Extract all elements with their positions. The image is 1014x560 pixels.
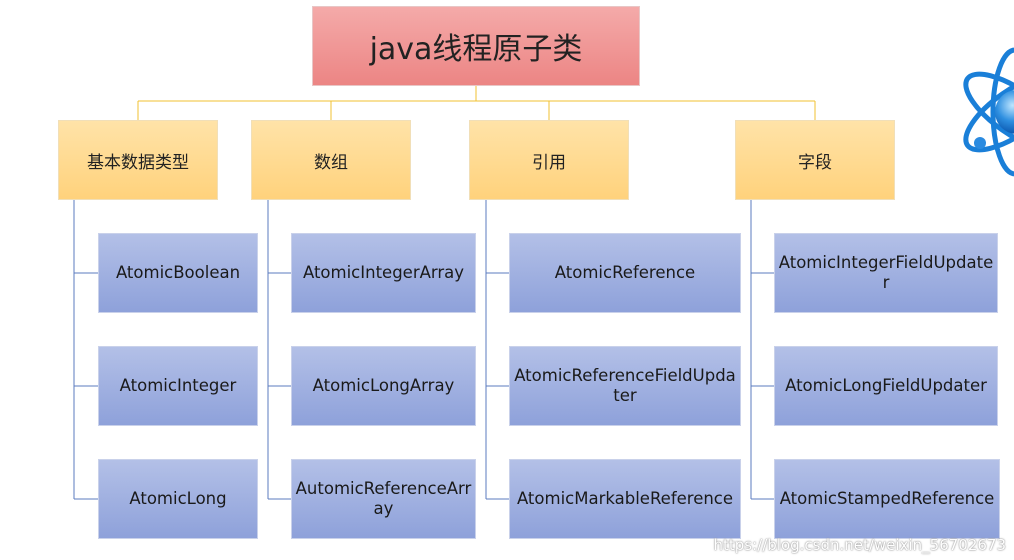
watermark-text: https://blog.csdn.net/weixin_56702673 (713, 536, 1006, 554)
leaf-label: AtomicLong (129, 489, 227, 508)
leaf-label: AutomicReferenceArray (295, 479, 472, 518)
leaf-atomic-long-array[interactable]: AtomicLongArray (291, 346, 476, 426)
category-label: 基本数据类型 (87, 152, 189, 173)
category-field[interactable]: 字段 (735, 120, 895, 200)
leaf-atomic-long[interactable]: AtomicLong (98, 459, 258, 539)
top-connectors (137, 86, 816, 120)
atom-icon (963, 47, 1014, 177)
leaf-atomic-reference-field-updater[interactable]: AtomicReferenceFieldUpdater (509, 346, 741, 426)
leaf-label: AtomicReferenceFieldUpdater (514, 366, 736, 405)
category-reference[interactable]: 引用 (469, 120, 629, 200)
leaf-label: AtomicIntegerFieldUpdater (778, 253, 994, 292)
category-array[interactable]: 数组 (251, 120, 411, 200)
leaf-label: AtomicReference (554, 263, 696, 282)
category-label: 字段 (798, 152, 832, 173)
leaf-atomic-reference[interactable]: AtomicReference (509, 233, 741, 313)
leaf-atomic-integer-array[interactable]: AtomicIntegerArray (291, 233, 476, 313)
leaf-atomic-integer[interactable]: AtomicInteger (98, 346, 258, 426)
leaf-atomic-markable-reference[interactable]: AtomicMarkableReference (509, 459, 741, 539)
category-primitive[interactable]: 基本数据类型 (58, 120, 218, 200)
category-label: 引用 (532, 152, 566, 173)
leaf-atomic-long-field-updater[interactable]: AtomicLongFieldUpdater (774, 346, 998, 426)
leaf-label: AtomicLongFieldUpdater (785, 376, 987, 395)
leaf-label: AtomicBoolean (115, 263, 241, 282)
leaf-label: AtomicInteger (119, 376, 237, 395)
leaf-label: AtomicMarkableReference (516, 489, 734, 508)
leaf-label: AtomicStampedReference (779, 489, 995, 508)
category-label: 数组 (314, 152, 348, 173)
leaf-atomic-boolean[interactable]: AtomicBoolean (98, 233, 258, 313)
tree-connectors (73, 200, 774, 500)
root-node[interactable]: java线程原子类 (312, 6, 640, 86)
leaf-atomic-integer-field-updater[interactable]: AtomicIntegerFieldUpdater (774, 233, 998, 313)
leaf-automic-reference-array[interactable]: AutomicReferenceArray (291, 459, 476, 539)
leaf-atomic-stamped-reference[interactable]: AtomicStampedReference (774, 459, 1000, 539)
leaf-label: AtomicIntegerArray (302, 263, 465, 282)
root-label: java线程原子类 (369, 32, 583, 67)
leaf-label: AtomicLongArray (312, 376, 455, 395)
